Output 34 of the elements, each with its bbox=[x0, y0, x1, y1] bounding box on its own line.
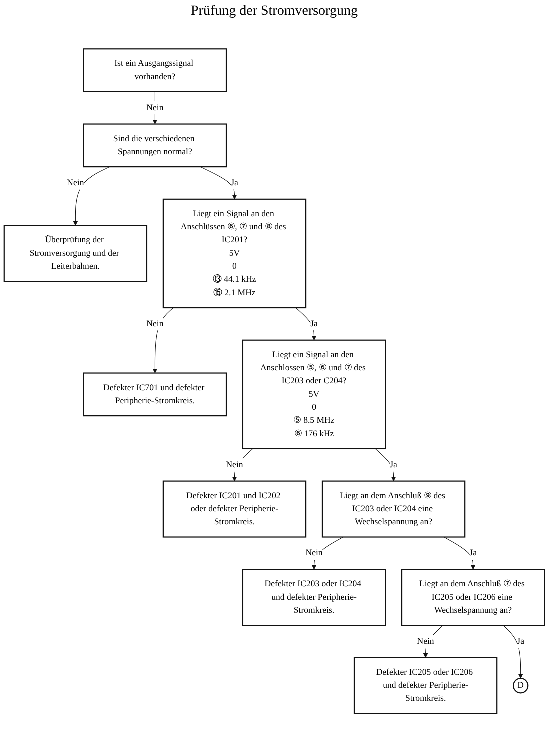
edge-label: Nein bbox=[226, 460, 244, 470]
node-box: Defekter IC201 und IC202 oder defekter Peripherie-Stromkreis. bbox=[162, 480, 307, 538]
arrow bbox=[375, 448, 396, 482]
edge-label: Ja bbox=[470, 548, 477, 558]
arrow bbox=[200, 166, 238, 200]
node-box: Liegt an dem Anschluß ⑦ des IC205 oder IC206 eine Wechselspannung an? bbox=[401, 569, 546, 626]
node-box: Defekter IC205 oder IC206 und defekter Peripherie-Stromkreis. bbox=[354, 657, 498, 714]
node-box: Liegt ein Signal an den Anschlüssen ⑥, ⑦ und ⑧ des IC201? 5V 0 ⑬ 44.1 kHz ⑮ 2.1 MHz bbox=[162, 198, 307, 309]
arrow bbox=[152, 92, 158, 124]
node-box: Liegt an dem Anschluß ⑨ des IC203 oder IC204 eine Wechselspannung an? bbox=[322, 480, 466, 538]
arrow bbox=[73, 166, 110, 226]
node-box: Ist ein Ausgangssignal vorhanden? bbox=[83, 48, 228, 92]
arrow bbox=[152, 308, 174, 374]
arrow bbox=[232, 448, 254, 482]
node-box: Sind die verschiedenen Spannungen normal? bbox=[83, 124, 228, 168]
edge-label: Nein bbox=[306, 548, 323, 558]
arrow bbox=[423, 625, 444, 658]
diagram-title: Prüfung der Stromversorgung bbox=[190, 4, 359, 20]
edge-label: Nein bbox=[417, 636, 434, 646]
edge-label: Nein bbox=[146, 319, 164, 329]
arrow bbox=[296, 308, 317, 341]
edge-label: Ja bbox=[310, 319, 318, 329]
node-box: Überprüfung der Stromversorgung und der Leiterbahnen. bbox=[4, 225, 148, 282]
edge-label: Nein bbox=[67, 178, 84, 188]
arrow bbox=[503, 625, 524, 679]
node-box: Defekter IC701 und defekter Peripherie-Stromkreis. bbox=[83, 372, 228, 417]
edge-label: Nein bbox=[146, 103, 164, 112]
node-box: Liegt ein Signal an den Anschlossen ⑤, ⑥ und ⑦ des IC203 oder C204? 5V 0 ⑤ 8.5 MHz ⑥ 176 kHz bbox=[242, 340, 386, 450]
node-circle: D bbox=[513, 678, 529, 694]
edge-label: Ja bbox=[231, 178, 238, 188]
edge-label: Ja bbox=[517, 636, 524, 646]
arrow bbox=[444, 536, 476, 570]
node-box: Defekter IC203 oder IC204 und defekter Peripherie-Stromkreis. bbox=[242, 569, 386, 626]
edge-label: Ja bbox=[390, 460, 398, 470]
